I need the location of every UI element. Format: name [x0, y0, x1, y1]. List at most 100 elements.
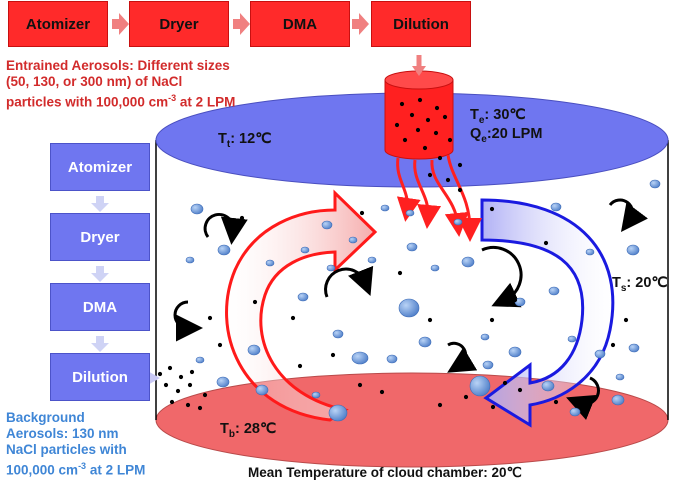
aerosol-particle	[178, 374, 184, 380]
aerosol-particle	[437, 155, 443, 161]
droplet	[453, 218, 463, 226]
aerosol-particle	[543, 240, 549, 246]
droplet	[611, 394, 625, 406]
aerosol-particle	[490, 404, 496, 410]
aerosol-particle	[415, 127, 421, 133]
droplet	[386, 354, 398, 364]
aerosol-particle	[252, 299, 258, 305]
side-chain-arrows	[91, 196, 109, 352]
aerosol-particle	[442, 114, 448, 120]
droplet	[548, 286, 560, 296]
side-dilution-box: Dilution	[50, 353, 150, 401]
aerosol-particle	[357, 382, 363, 388]
aerosol-particle	[445, 177, 451, 183]
droplet	[585, 248, 595, 256]
warm-convection-arrow	[225, 189, 378, 422]
droplet	[332, 329, 344, 339]
droplet	[405, 209, 415, 217]
aerosol-particle	[290, 315, 296, 321]
aerosol-particle	[437, 402, 443, 408]
aerosol-particle	[157, 371, 163, 377]
aerosol-particle	[457, 187, 463, 193]
aerosol-particle	[402, 137, 408, 143]
side-atomizer-box: Atomizer	[50, 143, 150, 191]
droplet	[265, 259, 275, 267]
droplet	[398, 298, 420, 318]
aerosol-particle	[425, 117, 431, 123]
top-dilution-box: Dilution	[371, 1, 471, 47]
droplet	[541, 380, 555, 392]
aerosol-particle	[239, 215, 245, 221]
droplet	[367, 256, 377, 264]
aerosol-particle	[553, 399, 559, 405]
aerosol-particle	[167, 365, 173, 371]
droplet	[461, 256, 475, 268]
aerosol-particle	[417, 97, 423, 103]
aerosol-particle	[427, 172, 433, 178]
droplet	[469, 375, 491, 397]
droplet	[649, 179, 661, 189]
aerosol-particle	[207, 315, 213, 321]
aerosol-particle	[463, 394, 469, 400]
aerosol-particle	[394, 122, 400, 128]
cloud-droplets	[185, 179, 661, 422]
aerosol-particle	[502, 380, 508, 386]
cool-convection-arrow	[480, 198, 615, 428]
aerosol-particle	[517, 387, 523, 393]
droplet	[380, 204, 390, 212]
mean-temperature-caption: Mean Temperature of cloud chamber: 20℃	[248, 465, 522, 480]
aerosol-particle	[489, 206, 495, 212]
aerosol-particle	[163, 382, 169, 388]
droplet	[615, 373, 625, 381]
aerosol-particle	[359, 210, 365, 216]
top-atomizer-box: Atomizer	[8, 1, 108, 47]
aerosol-particle	[217, 342, 223, 348]
aerosol-particle	[197, 405, 203, 411]
aerosol-particle	[422, 145, 428, 151]
droplet	[216, 376, 230, 388]
droplet	[480, 333, 490, 341]
aerosol-particle	[330, 352, 336, 358]
droplet	[328, 404, 348, 422]
aerosol-particle	[169, 399, 175, 405]
droplet	[550, 202, 562, 212]
droplet	[626, 244, 640, 256]
inlet-temperature: Te: 30℃	[470, 107, 526, 126]
droplet	[311, 391, 321, 399]
aerosol-particle	[379, 389, 385, 395]
aerosol-particle	[189, 369, 195, 375]
aerosol-particle	[185, 402, 191, 408]
side-dryer-box: Dryer	[50, 213, 150, 261]
injector-cylinder	[384, 70, 454, 160]
aerosol-particle	[447, 137, 453, 143]
aerosol-particle	[623, 317, 629, 323]
droplet	[628, 343, 640, 353]
entrained-aerosols-note: Entrained Aerosols: Different sizes (50,…	[6, 58, 236, 110]
droplet	[300, 246, 310, 254]
aerosol-particle	[175, 388, 181, 394]
droplet	[185, 256, 195, 264]
aerosol-particle	[433, 130, 439, 136]
droplet	[430, 264, 440, 272]
droplet	[569, 407, 581, 417]
bottom-plate-temperature: Tb: 28℃	[220, 421, 277, 440]
aerosol-particle	[202, 392, 208, 398]
chamber-bottom-plate	[155, 372, 669, 468]
droplet	[418, 336, 432, 348]
aerosol-particle	[512, 297, 518, 303]
inlet-flow-rate: Qe:20 LPM	[470, 126, 543, 145]
aerosol-particles	[157, 97, 629, 411]
droplet	[567, 335, 577, 343]
aerosol-particle	[434, 105, 440, 111]
droplet	[482, 360, 494, 370]
droplet	[321, 220, 333, 230]
aerosol-particle	[397, 270, 403, 276]
top-plate-temperature: Tt: 12℃	[218, 131, 272, 150]
aerosol-particle	[409, 112, 415, 118]
droplet	[190, 203, 204, 215]
turbulence-eddy-arrows	[173, 198, 648, 420]
droplet	[348, 236, 358, 244]
droplet	[594, 349, 606, 359]
droplet	[255, 384, 269, 396]
